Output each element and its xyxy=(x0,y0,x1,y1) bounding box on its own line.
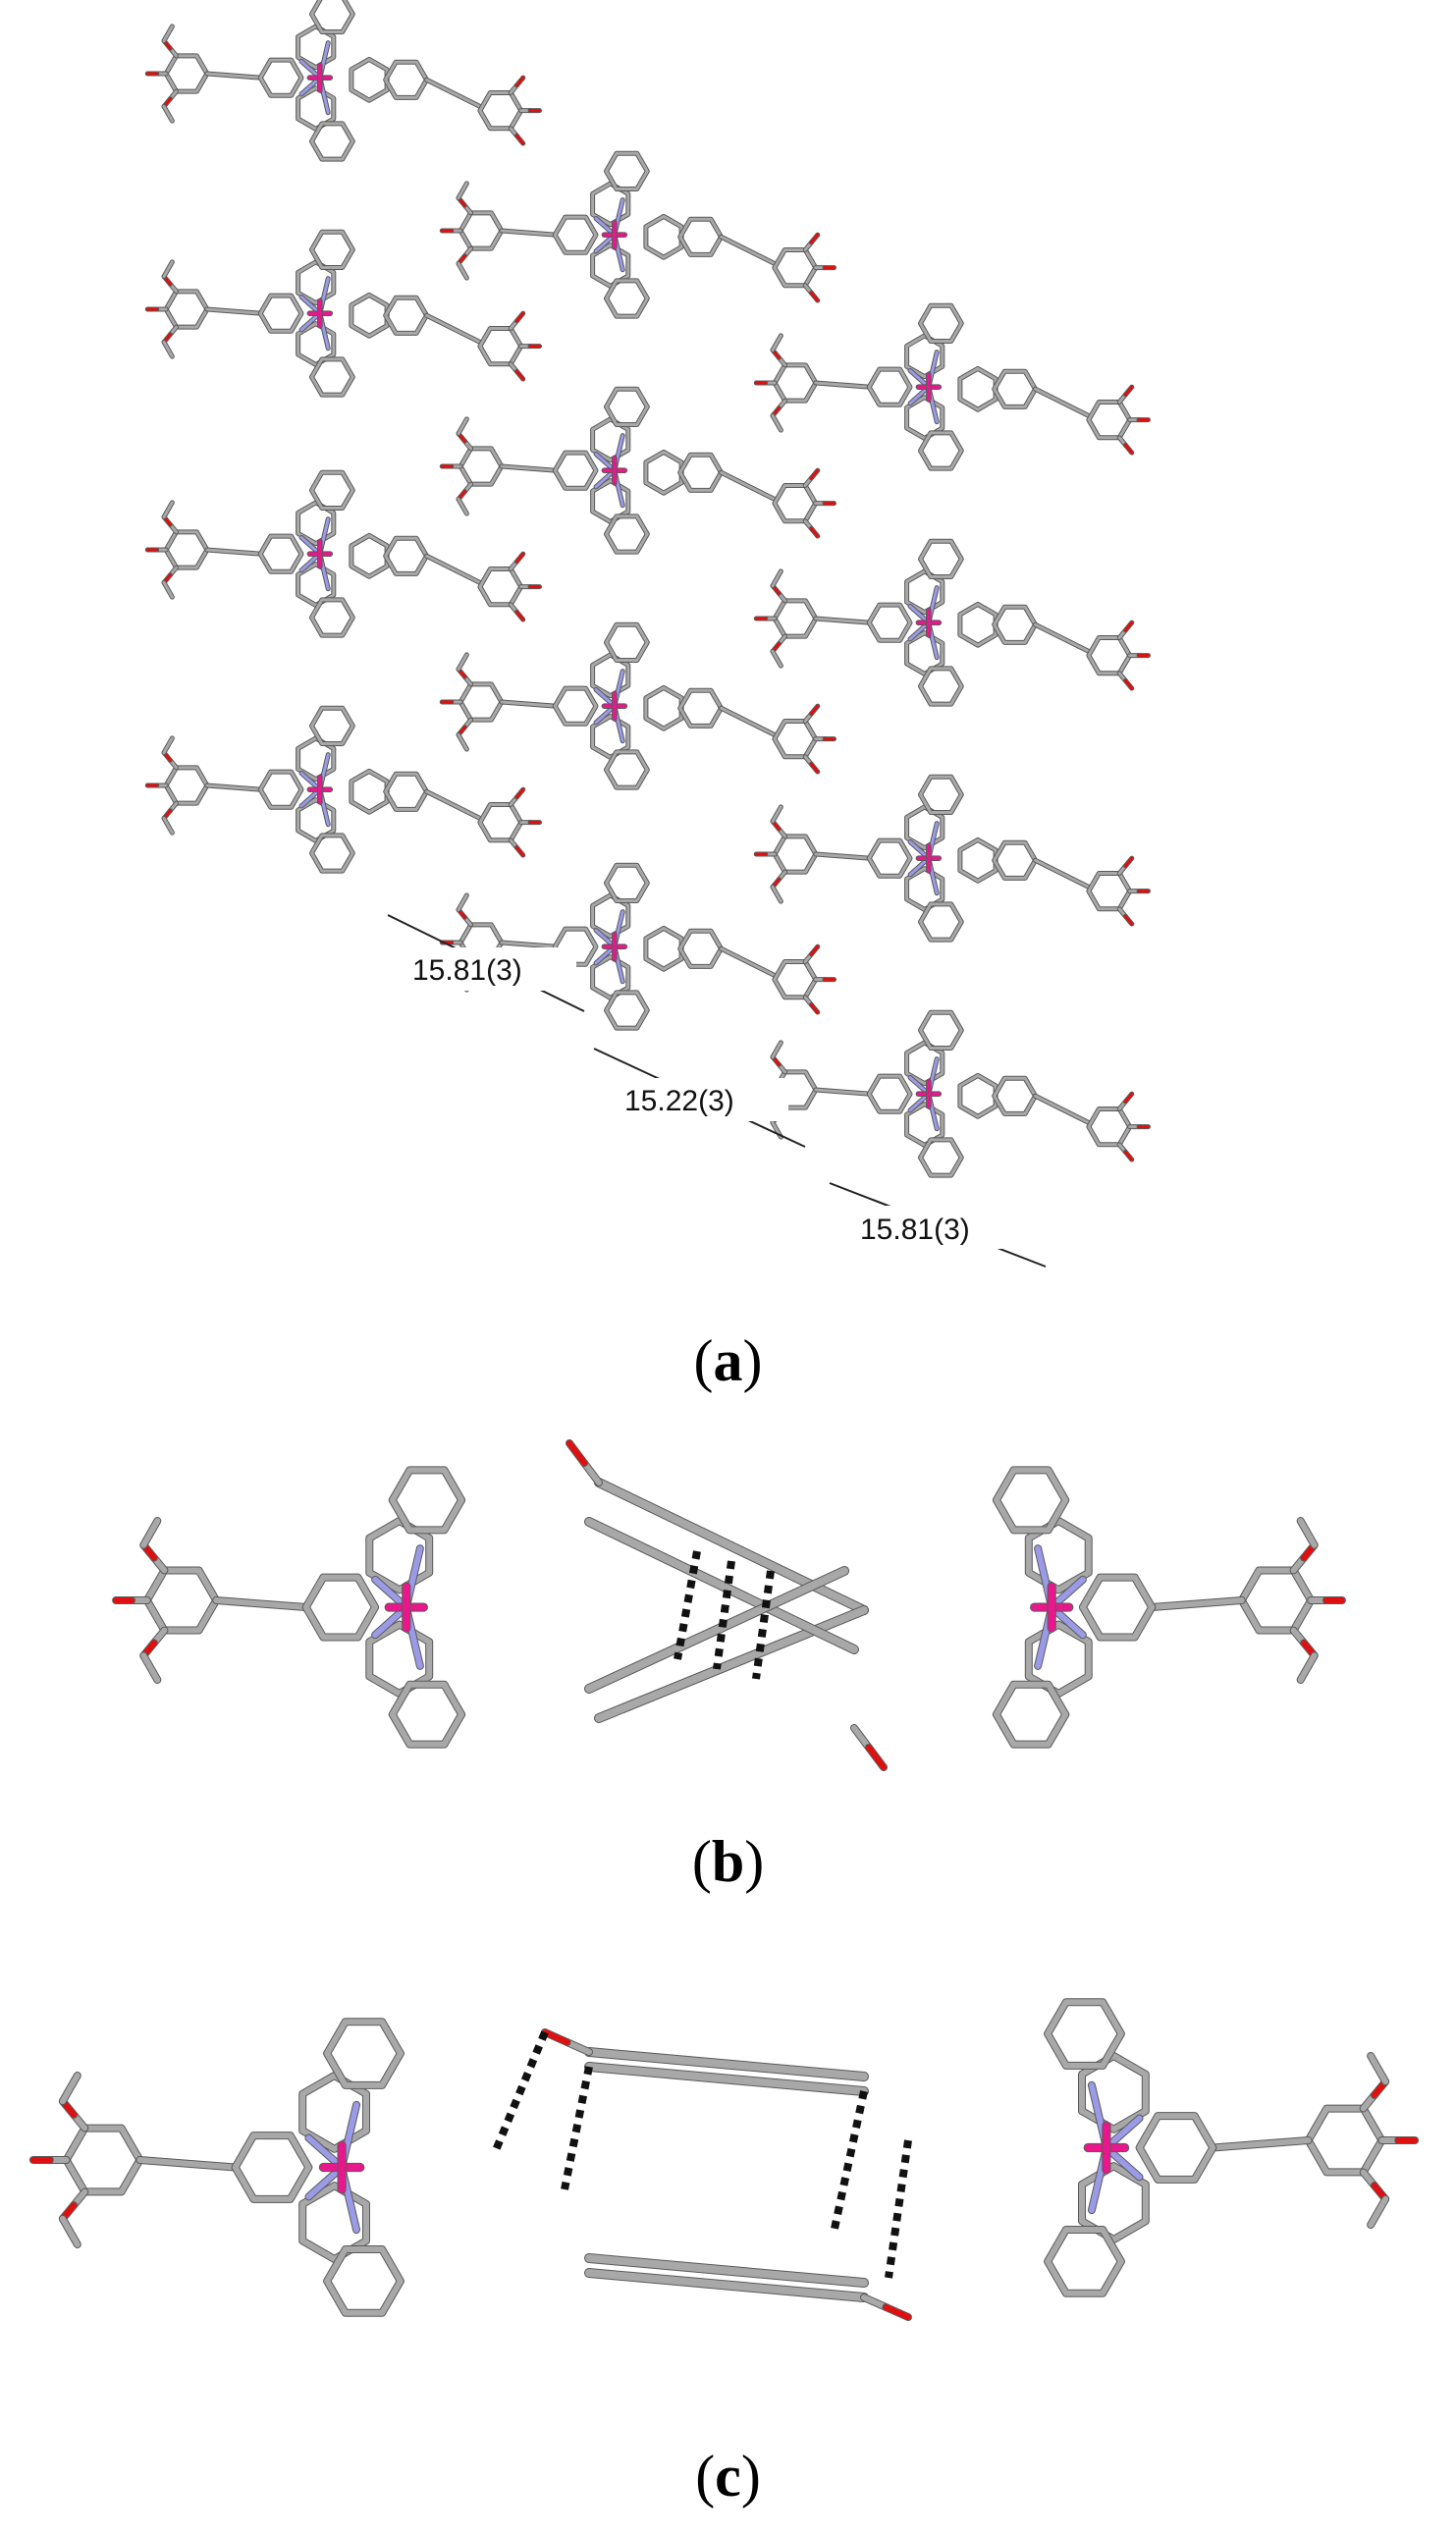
hydrogen-bond xyxy=(885,2139,912,2279)
packed-molecule xyxy=(144,469,542,638)
hydrogen-bond xyxy=(561,2066,593,2190)
stacked-rings xyxy=(566,1439,888,1771)
caption-b-letter: b xyxy=(711,1829,745,1894)
dimer-b-svg xyxy=(112,1439,1346,1771)
distance-annotation-3: 15.81(3) xyxy=(829,1182,1047,1268)
packed-molecule xyxy=(144,229,542,398)
hydrogen-bond xyxy=(674,1550,701,1660)
dimer-molecule-right xyxy=(992,1466,1346,1749)
stacked-bridge xyxy=(492,2028,912,2321)
dimer-molecule-right xyxy=(1044,1998,1420,2297)
dimer-molecule-left xyxy=(28,2018,404,2317)
dimer-c-svg xyxy=(28,1998,1420,2321)
packed-molecule xyxy=(753,1009,1151,1178)
distance-annotation-1: 15.81(3) xyxy=(387,914,585,1012)
packed-molecule xyxy=(439,386,836,555)
packed-molecule xyxy=(144,705,542,874)
packed-molecule xyxy=(439,621,836,790)
packed-molecule xyxy=(753,302,1151,471)
distance-label-2: 15.22(3) xyxy=(624,1085,734,1117)
hydrogen-bond xyxy=(713,1560,735,1670)
hydrogen-bond xyxy=(492,2030,549,2152)
hydrogen-bond xyxy=(752,1570,775,1680)
caption-a-letter: a xyxy=(713,1328,743,1393)
panel-a-packing-diagram: 15.81(3) 15.22(3) 15.81(3) xyxy=(144,0,1151,1268)
dimer-molecule-left xyxy=(112,1466,466,1749)
caption-c-letter: c xyxy=(715,2444,741,2509)
packed-molecule xyxy=(753,538,1151,707)
molecule-layer xyxy=(144,0,1151,1178)
panel-b-dimer-diagram xyxy=(0,1414,1456,1807)
panel-c-dimer-diagram xyxy=(0,1895,1456,2405)
caption-b: (b) xyxy=(691,1829,765,1894)
packed-molecule xyxy=(753,774,1151,943)
caption-c: (c) xyxy=(695,2444,761,2509)
distance-annotation-2: 15.22(3) xyxy=(593,1048,806,1148)
distance-label-3: 15.81(3) xyxy=(860,1214,970,1246)
packed-molecule xyxy=(439,150,836,319)
packing-svg: 15.81(3) 15.22(3) 15.81(3) xyxy=(144,0,1151,1268)
caption-a: (a) xyxy=(693,1328,763,1393)
packed-molecule xyxy=(144,0,542,162)
hydrogen-bond xyxy=(831,2090,868,2230)
distance-label-1: 15.81(3) xyxy=(412,954,522,987)
